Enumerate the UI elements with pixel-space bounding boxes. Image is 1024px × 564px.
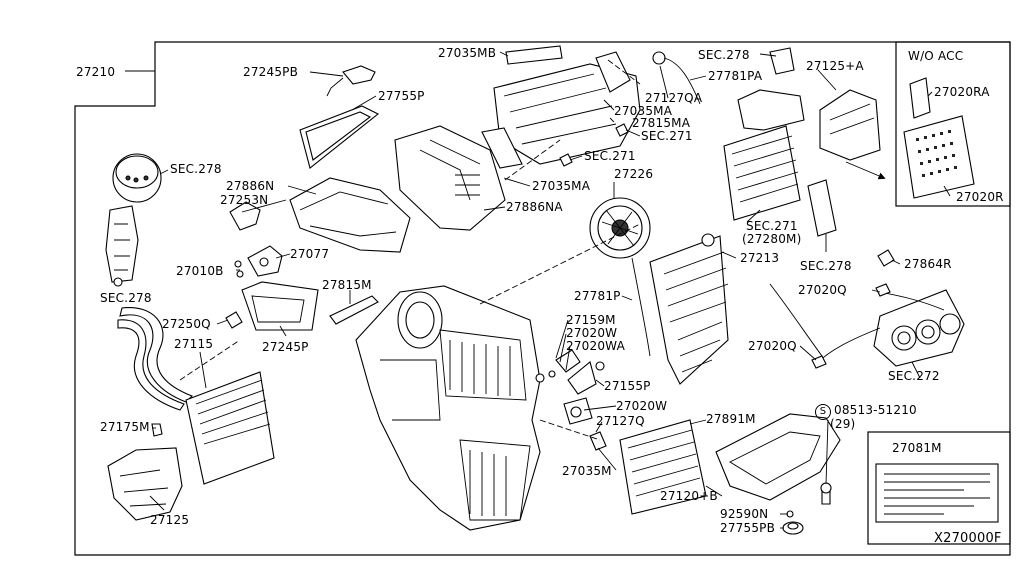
bolt-symbol: S <box>815 404 831 420</box>
arrow-to-inset <box>845 161 886 180</box>
label-sec272: SEC.272 <box>888 369 940 383</box>
label-92590N: 92590N <box>720 507 769 521</box>
part-27127QA <box>652 51 701 105</box>
bracket-sec278-right <box>807 179 837 237</box>
label-27020R: 27020R <box>956 190 1004 204</box>
label-27815MA: 27815MA <box>632 116 691 130</box>
label-27125A: 27125+A <box>806 59 864 73</box>
label-27127Q: 27127Q <box>596 414 645 428</box>
label-27755P: 27755P <box>378 89 425 103</box>
label-27781P: 27781P <box>574 289 621 303</box>
label-08513-51210: 08513-51210 <box>834 403 917 417</box>
filter-27120B <box>619 419 707 515</box>
part-27020R <box>903 115 975 199</box>
duct-27886N <box>289 177 411 253</box>
part-27815M <box>329 295 379 325</box>
filter-27280M <box>723 125 801 221</box>
label-27120B: 27120+B <box>660 489 718 503</box>
label-27815M: 27815M <box>322 278 372 292</box>
label-27280M: (27280M) <box>742 232 802 246</box>
label-27020Q-1: 27020Q <box>798 283 847 297</box>
small-bits-271 <box>559 123 629 167</box>
label-wo-acc: W/O ACC <box>908 49 964 63</box>
actuator-27077 <box>247 245 283 277</box>
label-27020W-2: 27020W <box>616 399 668 413</box>
label-sec278-right: SEC.278 <box>800 259 852 273</box>
label-27020RA: 27020RA <box>934 85 990 99</box>
label-sec271-a: SEC.271 <box>641 129 693 143</box>
label-27127QA: 27127QA <box>645 91 703 105</box>
tray-27245P <box>241 281 319 331</box>
label-27891M: 27891M <box>706 412 756 426</box>
label-27781PA: 27781PA <box>708 69 763 83</box>
expansion-27125A <box>819 89 881 161</box>
blower-27226 <box>589 197 651 259</box>
label-inset <box>867 431 1011 545</box>
label-27035MA-1: 27035MA <box>614 104 673 118</box>
label-27210: 27210 <box>76 65 116 79</box>
label-27125: 27125 <box>150 513 190 527</box>
part-27035M <box>589 431 607 451</box>
label-27077: 27077 <box>290 247 330 261</box>
part-27245PB <box>326 65 376 97</box>
label-27159M: 27159M <box>566 313 616 327</box>
heater-core-27115 <box>185 371 275 485</box>
linkage-assembly <box>535 349 605 425</box>
label-sec278-left: SEC.278 <box>170 162 222 176</box>
label-27886N: 27886N <box>226 179 275 193</box>
duct-27886NA <box>394 125 506 231</box>
part-27250Q <box>225 311 243 329</box>
label-27020W-1: 27020W <box>566 326 618 340</box>
label-08513-qty: (29) <box>830 417 856 431</box>
label-27213: 27213 <box>740 251 780 265</box>
hvac-case <box>355 285 541 531</box>
label-27245PB: 27245PB <box>243 65 299 79</box>
label-sec278-lower-left: SEC.278 <box>100 291 152 305</box>
label-27010B: 27010B <box>176 264 224 278</box>
part-27020RA <box>909 77 931 119</box>
label-27020WA: 27020WA <box>566 339 625 353</box>
drain-pan-27891M <box>715 413 841 501</box>
wo-acc-inset <box>895 41 1011 207</box>
evaporator-pipes <box>737 47 805 131</box>
label-27886NA: 27886NA <box>506 200 563 214</box>
clip-27864R <box>877 249 895 267</box>
label-27245P: 27245P <box>262 340 309 354</box>
cables-27020Q <box>769 283 945 369</box>
label-sec271-c: SEC.271 <box>746 219 798 233</box>
label-27115: 27115 <box>174 337 214 351</box>
label-27035MB: 27035MB <box>438 46 497 60</box>
label-card-27081M <box>875 463 999 523</box>
label-27155P: 27155P <box>604 379 651 393</box>
diagram-id: X270000F <box>934 531 1002 546</box>
label-27081M: 27081M <box>892 441 942 455</box>
part-27010B <box>234 260 244 278</box>
label-sec278-top: SEC.278 <box>698 48 750 62</box>
label-27226: 27226 <box>614 167 654 181</box>
grommet-27755PB <box>782 521 804 535</box>
intake-assembly <box>481 45 641 169</box>
label-sec271-b: SEC.271 <box>584 149 636 163</box>
heater-pipes <box>117 307 193 411</box>
part-27175M <box>151 423 163 437</box>
label-27253N: 27253N <box>220 193 269 207</box>
bolt-08513 <box>820 482 832 505</box>
duct-27125 <box>107 447 183 521</box>
label-27250Q: 27250Q <box>162 317 211 331</box>
part-27755P <box>299 105 380 169</box>
label-27035MA-2: 27035MA <box>532 179 591 193</box>
bracket-sec278-left <box>105 205 139 287</box>
cable-27781P <box>631 257 651 357</box>
panel-27213 <box>649 233 729 385</box>
label-27755PB: 27755PB <box>720 521 776 535</box>
label-27035M: 27035M <box>562 464 612 478</box>
label-27864R: 27864R <box>904 257 952 271</box>
label-27020Q-2: 27020Q <box>748 339 797 353</box>
grommet-sec278 <box>112 153 162 203</box>
label-27175M: 27175M <box>100 420 150 434</box>
